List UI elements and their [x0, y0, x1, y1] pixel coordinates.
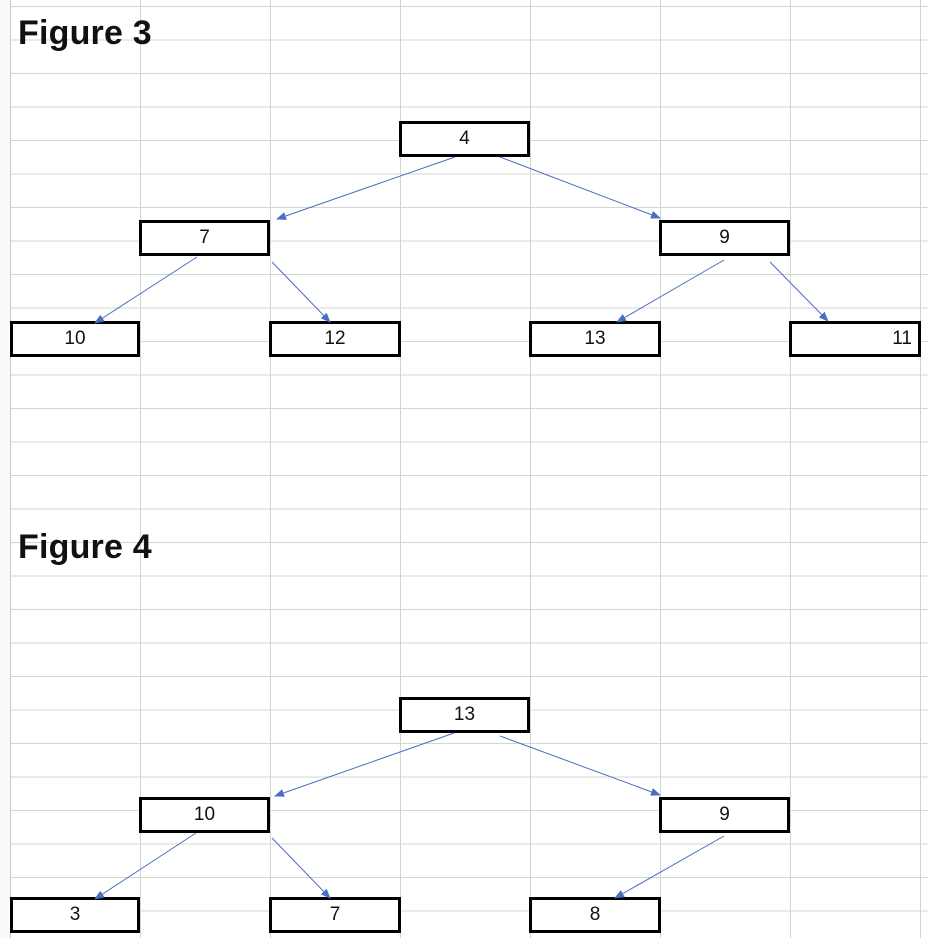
sheet-left-edge [0, 0, 11, 938]
fig4-edge-left-leftright [271, 837, 331, 899]
fig3-node-left: 7 [139, 220, 270, 256]
fig3-node-left-right: 12 [269, 321, 401, 357]
fig4-edge-root-left [274, 732, 455, 797]
fig4-node-root: 13 [399, 697, 530, 733]
fig3-edge-left-leftright [271, 261, 331, 323]
fig3-node-left-left: 10 [10, 321, 140, 357]
fig4-node-right: 9 [659, 797, 790, 833]
figure-4-title: Figure 4 [18, 528, 152, 566]
fig4-edge-root-right [499, 735, 661, 796]
fig4-edge-left-leftleft [94, 832, 197, 900]
fig4-edge-right-rightleft [614, 835, 725, 899]
fig3-edge-right-rightright [769, 261, 829, 322]
fig4-node-left-left: 3 [10, 897, 140, 933]
fig3-node-right-left: 13 [529, 321, 661, 357]
fig4-node-right-left: 8 [529, 897, 661, 933]
fig3-node-right-right: 11 [789, 321, 921, 357]
fig3-edge-root-left [276, 156, 456, 220]
fig4-node-left: 10 [139, 797, 270, 833]
fig3-edge-right-rightleft [616, 259, 725, 323]
figure-3-title: Figure 3 [18, 14, 152, 52]
fig4-node-left-right: 7 [269, 897, 401, 933]
fig3-node-root: 4 [399, 121, 530, 157]
fig3-edge-root-right [499, 156, 661, 219]
fig3-edge-left-leftleft [94, 256, 198, 324]
fig3-node-right: 9 [659, 220, 790, 256]
